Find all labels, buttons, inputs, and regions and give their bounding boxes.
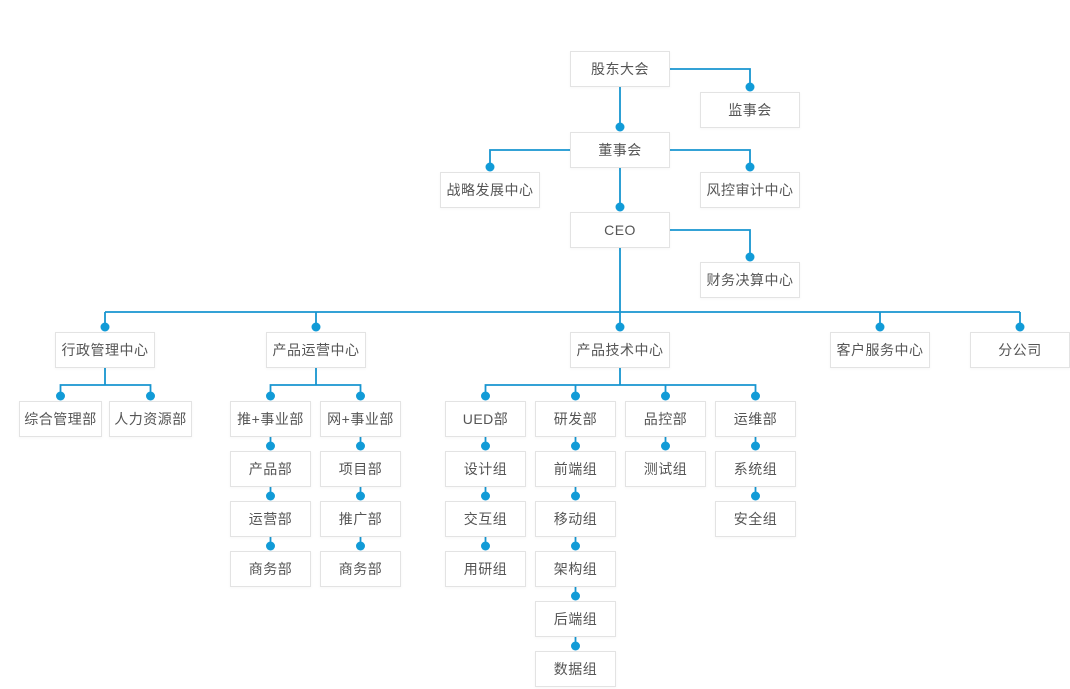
org-node-product: 产品部 [230, 451, 311, 487]
org-node-board: 董事会 [570, 132, 670, 168]
connector-dot [571, 541, 580, 551]
org-node-interaction: 交互组 [445, 501, 526, 537]
connector-dot [266, 541, 275, 551]
connector-dot [615, 322, 625, 332]
org-node-branch: 分公司 [970, 332, 1070, 368]
connector-dot [356, 441, 365, 451]
connector-line [670, 68, 751, 87]
connector-line [670, 229, 751, 257]
org-node-devops: 运维部 [715, 401, 796, 437]
connector-dot [571, 641, 580, 651]
org-node-mobile: 移动组 [535, 501, 616, 537]
org-node-rnd: 研发部 [535, 401, 616, 437]
connector-dot [56, 391, 65, 401]
org-node-shareholders: 股东大会 [570, 51, 670, 87]
connector-dot [481, 441, 490, 451]
connector-dot [745, 252, 755, 262]
connector-dot [1015, 322, 1025, 332]
connector-dot [485, 162, 495, 172]
connector-dot [481, 541, 490, 551]
connector-dot [661, 441, 670, 451]
org-node-general-admin: 综合管理部 [19, 401, 102, 437]
org-node-backend: 后端组 [535, 601, 616, 637]
org-node-system: 系统组 [715, 451, 796, 487]
org-node-finance: 财务决算中心 [700, 262, 800, 298]
connector-dot [751, 491, 760, 501]
org-node-ceo: CEO [570, 212, 670, 248]
org-node-data-group: 数据组 [535, 651, 616, 687]
connector-dot [100, 322, 110, 332]
connector-dot [615, 202, 625, 212]
connector-dot [571, 391, 580, 401]
connector-dot [875, 322, 885, 332]
connector-dot [266, 391, 275, 401]
org-node-wang-division: 网+事业部 [320, 401, 401, 437]
connector-dot [745, 82, 755, 92]
org-node-business-2: 商务部 [320, 551, 401, 587]
org-node-admin-center: 行政管理中心 [55, 332, 155, 368]
org-node-ued: UED部 [445, 401, 526, 437]
connector-line [484, 384, 757, 396]
org-node-testing: 测试组 [625, 451, 706, 487]
connector-dot [146, 391, 155, 401]
org-node-design: 设计组 [445, 451, 526, 487]
connector-line [489, 149, 570, 167]
connector-dot [356, 491, 365, 501]
connector-dot [571, 441, 580, 451]
connector-dot [571, 491, 580, 501]
org-node-ops-center: 产品运营中心 [266, 332, 366, 368]
connector-dot [266, 441, 275, 451]
org-node-service-center: 客户服务中心 [830, 332, 930, 368]
connector-dot [751, 441, 760, 451]
org-node-qc: 品控部 [625, 401, 706, 437]
connector-dot [661, 391, 670, 401]
org-node-project: 项目部 [320, 451, 401, 487]
connector-dot [745, 162, 755, 172]
connector-line [59, 384, 152, 396]
connector-line [269, 384, 362, 396]
org-node-risk-audit: 风控审计中心 [700, 172, 800, 208]
org-node-strategy: 战略发展中心 [440, 172, 540, 208]
org-node-tui-division: 推+事业部 [230, 401, 311, 437]
connector-dot [571, 591, 580, 601]
org-node-operations: 运营部 [230, 501, 311, 537]
connector-dot [266, 491, 275, 501]
org-node-architecture: 架构组 [535, 551, 616, 587]
connector-dot [751, 391, 760, 401]
org-node-supervisory: 监事会 [700, 92, 800, 128]
org-node-frontend: 前端组 [535, 451, 616, 487]
connector-dot [356, 391, 365, 401]
org-node-user-research: 用研组 [445, 551, 526, 587]
org-node-promotion: 推广部 [320, 501, 401, 537]
connector-dot [356, 541, 365, 551]
org-node-hr: 人力资源部 [109, 401, 192, 437]
connector-dot [481, 391, 490, 401]
org-node-business-1: 商务部 [230, 551, 311, 587]
org-node-security: 安全组 [715, 501, 796, 537]
connector-dot [481, 491, 490, 501]
org-node-tech-center: 产品技术中心 [570, 332, 670, 368]
connector-line [670, 149, 751, 167]
connector-dot [311, 322, 321, 332]
connector-dot [615, 122, 625, 132]
